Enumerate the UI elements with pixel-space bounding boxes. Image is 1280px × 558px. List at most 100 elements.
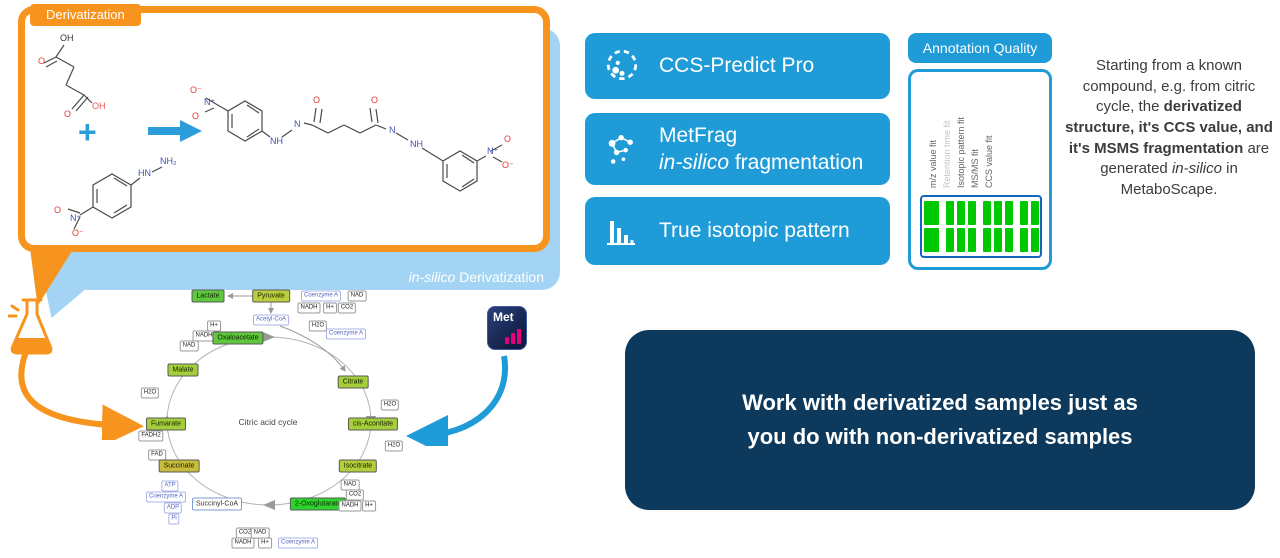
- aq-grid-cell: [1004, 201, 1013, 225]
- annotation-quality-title: Annotation Quality: [908, 33, 1052, 63]
- atom-label: N: [389, 125, 396, 135]
- metaboscape-icon-bars: [505, 329, 521, 344]
- cycle-node: H2O: [140, 387, 160, 399]
- cycle-node: Pi: [168, 513, 180, 525]
- description-text: Starting from a known compound, e.g. fro…: [1065, 57, 1273, 199]
- banner: Work with derivatized samples just as yo…: [625, 330, 1255, 510]
- atom-label: NH: [410, 139, 423, 149]
- cycle-node: Lactate: [191, 289, 225, 303]
- aq-grid-group: [982, 201, 1013, 252]
- cycle-node: Coenzyme A: [145, 491, 187, 503]
- aq-grid-group: [1019, 201, 1039, 252]
- aq-grid-cell: [956, 201, 965, 225]
- atom-label: N⁺: [204, 97, 215, 107]
- aq-grid-group: [945, 201, 976, 252]
- aq-grid-cell: [967, 228, 976, 252]
- aq-grid-cell: [982, 228, 991, 252]
- cycle-node: H2O: [380, 399, 400, 411]
- aq-grid-cell: [1030, 228, 1039, 252]
- cycle-title: Citric acid cycle: [238, 417, 298, 428]
- cycle-node: ADP: [163, 502, 183, 514]
- aq-metric-label: m/z value fit: [928, 139, 938, 188]
- cycle-node: Coenzyme A: [325, 328, 367, 340]
- atom-label: O: [504, 134, 511, 144]
- cycle-node: Fumarate: [146, 417, 186, 431]
- cycle-node: Succinyl-CoA: [191, 497, 243, 511]
- isotope-pattern-label: True isotopic pattern: [659, 219, 850, 242]
- cycle-node: NAD: [347, 290, 367, 302]
- atom-label: O: [371, 95, 378, 105]
- atom-label: O⁻: [190, 85, 202, 95]
- atom-label: OH: [92, 101, 106, 111]
- banner-line-2: you do with non-derivatized samples: [747, 424, 1133, 449]
- isotope-pattern-icon: [603, 213, 647, 249]
- aq-grid-cell: [993, 228, 1002, 252]
- banner-line-1: Work with derivatized samples just as: [742, 389, 1138, 415]
- aq-grid-cell: [967, 201, 976, 225]
- aq-grid-cell: [1030, 201, 1039, 225]
- atom-label: +: [78, 114, 97, 150]
- blue-flow-arrow: [406, 355, 509, 446]
- atom-label: O: [192, 111, 199, 121]
- atom-label: NH₂: [160, 156, 177, 166]
- cycle-node: NAD: [179, 340, 199, 352]
- aq-grid-cell: [923, 228, 939, 252]
- atom-label: O: [313, 95, 320, 105]
- atom-label: N⁺: [70, 213, 81, 223]
- ccs-predict-pro-button[interactable]: CCS-Predict Pro: [585, 33, 890, 99]
- metaboscape-icon-label: Met: [493, 310, 514, 324]
- annotation-quality-grid: [920, 195, 1042, 258]
- insilico-derivatization-label: in-silico Derivatization: [408, 269, 544, 285]
- aq-grid-group: [923, 201, 939, 252]
- derivatization-tab: Derivatization: [30, 4, 141, 26]
- cycle-node: Isocitrate: [338, 459, 378, 473]
- atom-label: OH: [60, 33, 74, 43]
- atom-label: HN: [138, 168, 151, 178]
- atom-label: N⁺: [487, 146, 498, 156]
- succinic-acid-structure: [43, 44, 93, 112]
- aq-grid-cell: [1004, 228, 1013, 252]
- metfrag-button[interactable]: MetFrag in-silico fragmentation: [585, 113, 890, 185]
- aq-grid-cell: [982, 201, 991, 225]
- orange-flow-arrow: [18, 350, 144, 440]
- metaboscape-app-icon: Met: [487, 306, 527, 350]
- nitrophenylhydrazine-structure: [67, 166, 163, 230]
- cycle-node: H+: [362, 500, 376, 512]
- aq-grid-cell: [923, 201, 939, 225]
- cycle-node: Pyruvate: [252, 289, 290, 303]
- annotation-quality-widget: Annotation Quality m/z value fit Retentio…: [908, 33, 1052, 270]
- cycle-node: H2O: [308, 320, 328, 332]
- cycle-node: FADH2: [138, 430, 164, 442]
- cycle-node: NADH: [297, 302, 321, 314]
- feature-list: CCS-Predict Pro MetFrag in-silico fragme…: [585, 33, 890, 265]
- cycle-node: cis-Aconitate: [347, 417, 399, 431]
- ccs-predict-label: CCS-Predict Pro: [659, 54, 815, 77]
- aq-grid-cell: [945, 228, 954, 252]
- cycle-node: ATP: [161, 480, 179, 492]
- cycle-node: Coenzyme A: [277, 537, 319, 549]
- aq-grid-cell: [1019, 228, 1028, 252]
- aq-metric-label: Retention time fit: [942, 120, 952, 188]
- aq-grid-cell: [1019, 201, 1028, 225]
- metfrag-label: MetFrag in-silico fragmentation: [659, 123, 864, 174]
- aq-grid-cell: [993, 201, 1002, 225]
- cycle-node: Malate: [167, 363, 199, 377]
- cycle-node: CO2: [345, 489, 365, 501]
- atom-label: O⁻: [502, 160, 514, 170]
- cycle-node: Acetyl-CoA: [252, 314, 290, 326]
- atom-label: N: [294, 119, 301, 129]
- cycle-node: FAD: [148, 449, 166, 461]
- reaction-arrow: [148, 120, 202, 142]
- atom-label: O: [54, 205, 61, 215]
- cycle-node: Oxaloacetate: [212, 331, 264, 345]
- metfrag-icon: [603, 132, 647, 166]
- cycle-node: H+: [258, 537, 272, 549]
- cycle-node: Coenzyme A: [300, 290, 342, 302]
- true-isotopic-pattern-button[interactable]: True isotopic pattern: [585, 197, 890, 265]
- aq-metric-label: CCS value fit: [984, 135, 994, 188]
